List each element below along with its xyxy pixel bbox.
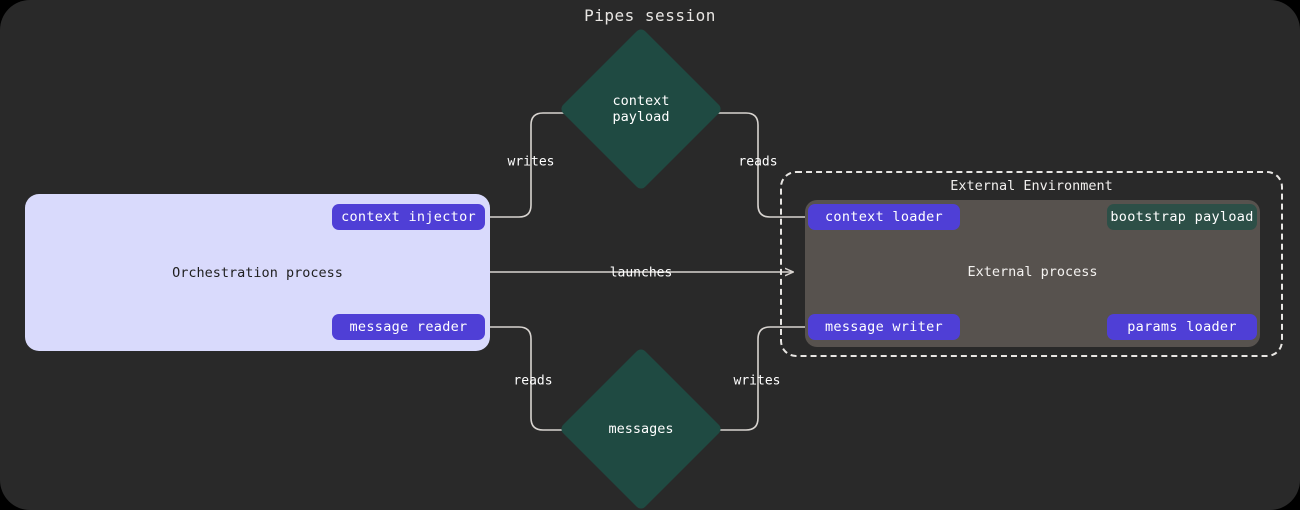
orchestration-process-label: Orchestration process	[172, 265, 343, 281]
edge-label-writes-messages: writes	[733, 373, 781, 389]
store-context-payload[interactable]: context payload	[558, 26, 724, 192]
edge-label-reads-messages: reads	[513, 373, 553, 389]
node-context-loader[interactable]: context loader	[808, 204, 960, 230]
edge-label-reads-context: reads	[738, 154, 778, 170]
edge-label-launches: launches	[609, 265, 673, 281]
node-params-loader[interactable]: params loader	[1107, 314, 1257, 340]
node-message-reader[interactable]: message reader	[332, 314, 485, 340]
store-context-payload-label: context payload	[612, 93, 670, 125]
page-title: Pipes session	[584, 6, 716, 25]
node-message-writer[interactable]: message writer	[808, 314, 960, 340]
external-environment-box[interactable]: External Environment	[780, 171, 1283, 357]
external-environment-label: External Environment	[950, 178, 1113, 194]
node-context-injector[interactable]: context injector	[332, 204, 485, 230]
store-messages[interactable]: messages	[558, 346, 724, 510]
external-process-label: External process	[967, 264, 1098, 280]
store-messages-label: messages	[608, 421, 674, 437]
edge-label-writes-context: writes	[507, 154, 555, 170]
node-bootstrap-payload[interactable]: bootstrap payload	[1107, 204, 1257, 230]
